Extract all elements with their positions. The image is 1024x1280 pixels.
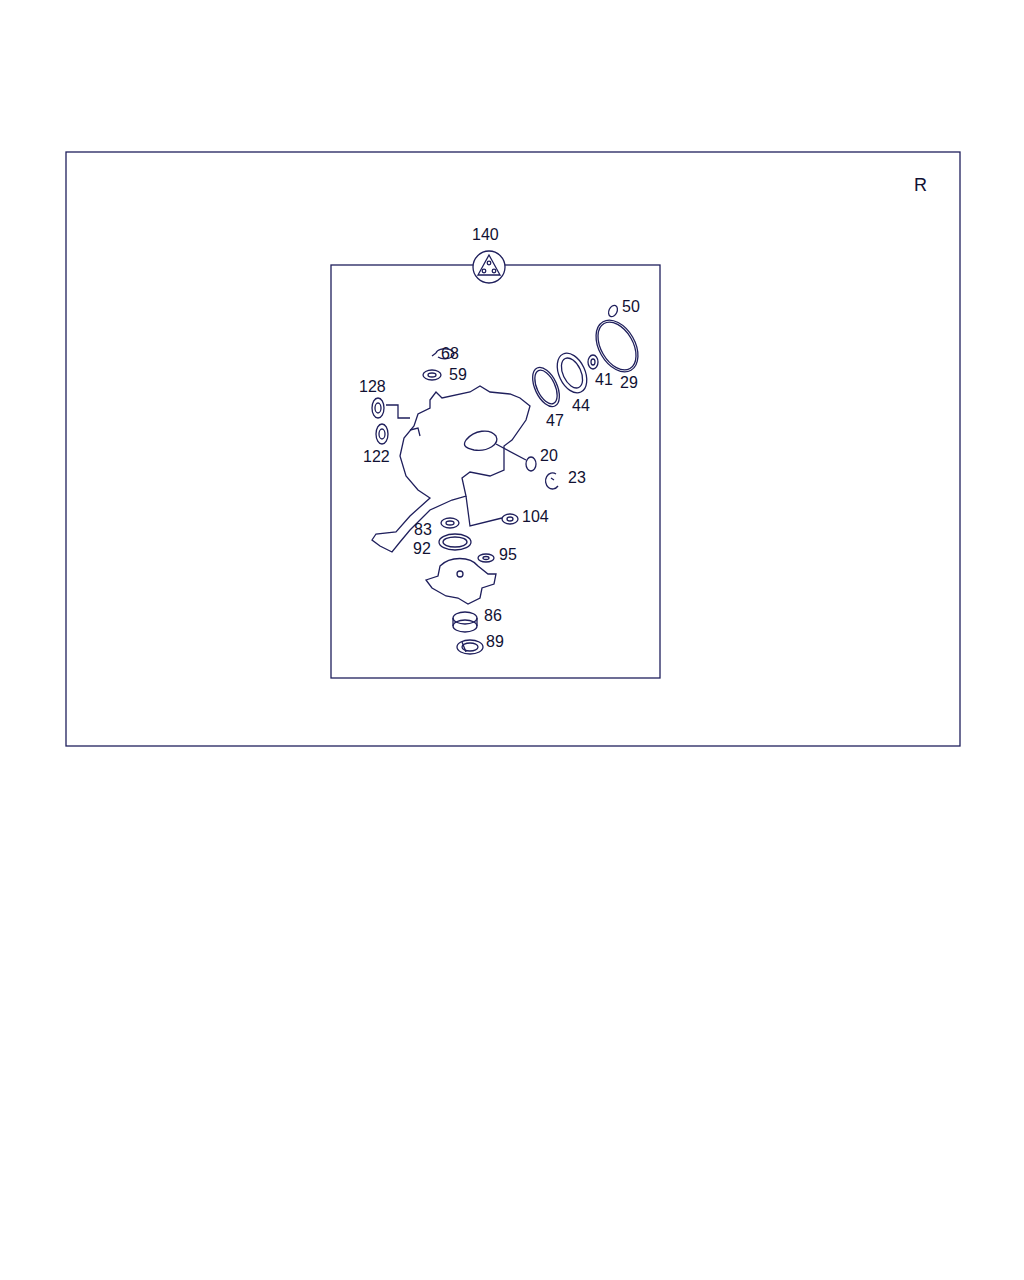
callout-number: 50 — [622, 298, 640, 316]
callout-number: 128 — [359, 378, 386, 396]
kit-frame — [331, 265, 660, 678]
callout-number: 86 — [484, 607, 502, 625]
callout-number: 83 — [414, 521, 432, 539]
callout-number: 92 — [413, 540, 431, 558]
callout-number: 104 — [522, 508, 549, 526]
callout-number: 140 — [472, 226, 499, 244]
callout-number: 20 — [540, 447, 558, 465]
callout-number: 41 — [595, 371, 613, 389]
callout-number: 89 — [486, 633, 504, 651]
kit-triangle — [478, 255, 500, 275]
callout-number: 29 — [620, 374, 638, 392]
page-mark: R — [914, 176, 927, 194]
kit-symbol — [473, 251, 505, 283]
callout-number: 122 — [363, 448, 390, 466]
callout-number: 95 — [499, 546, 517, 564]
callout-number: 44 — [572, 397, 590, 415]
callout-number: 59 — [449, 366, 467, 384]
callout-number: 47 — [546, 412, 564, 430]
outer-frame — [66, 152, 960, 746]
callout-number: 23 — [568, 469, 586, 487]
callout-number: 68 — [441, 345, 459, 363]
